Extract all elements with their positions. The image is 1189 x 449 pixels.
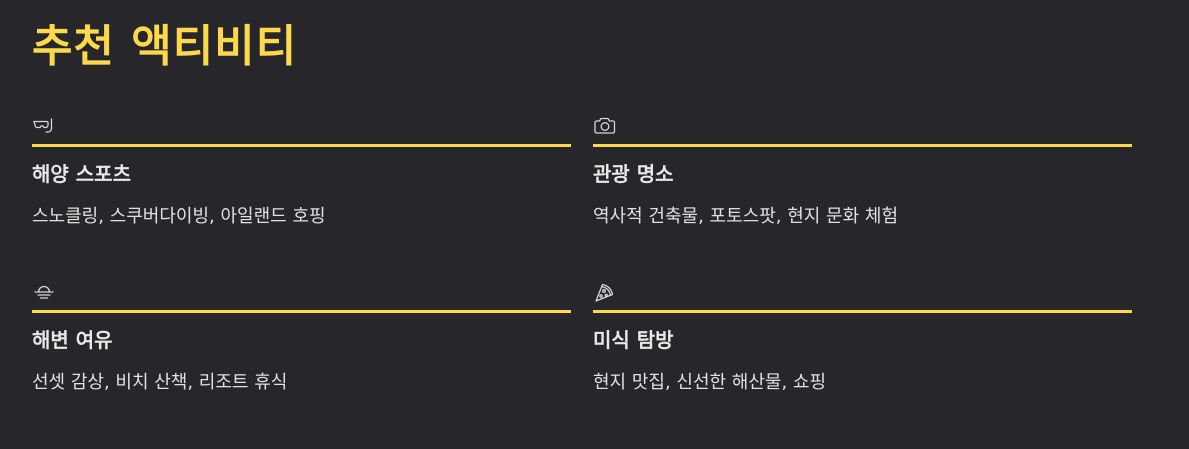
card-title: 관광 명소 [593,162,674,186]
card-icon-row [593,108,1132,147]
activity-card-beach-relax[interactable]: 해변 여유 선셋 감상, 비치 산책, 리조트 휴식 [32,274,571,440]
activity-grid: 해양 스포츠 스노클링, 스쿠버다이빙, 아일랜드 호핑 관광 명소 역사적 건… [32,108,1157,440]
card-icon-row [32,108,571,147]
camera-icon [593,114,617,138]
card-title: 해양 스포츠 [32,162,131,186]
card-description: 스노클링, 스쿠버다이빙, 아일랜드 호핑 [32,206,326,227]
page-title: 추천 액티비티 [32,21,298,72]
activity-card-food-tour[interactable]: 미식 탐방 현지 맛집, 신선한 해산물, 쇼핑 [593,274,1132,440]
card-title: 미식 탐방 [593,328,674,352]
activity-card-sightseeing[interactable]: 관광 명소 역사적 건축물, 포토스팟, 현지 문화 체험 [593,108,1132,274]
pizza-slice-icon [593,280,617,304]
snorkel-mask-icon [32,114,56,138]
card-description: 역사적 건축물, 포토스팟, 현지 문화 체험 [593,206,899,227]
card-description: 선셋 감상, 비치 산책, 리조트 휴식 [32,372,288,393]
card-title: 해변 여유 [32,328,113,352]
card-icon-row [32,274,571,313]
activity-card-marine-sports[interactable]: 해양 스포츠 스노클링, 스쿠버다이빙, 아일랜드 호핑 [32,108,571,274]
card-description: 현지 맛집, 신선한 해산물, 쇼핑 [593,372,827,393]
sunset-icon [32,280,56,304]
card-icon-row [593,274,1132,313]
